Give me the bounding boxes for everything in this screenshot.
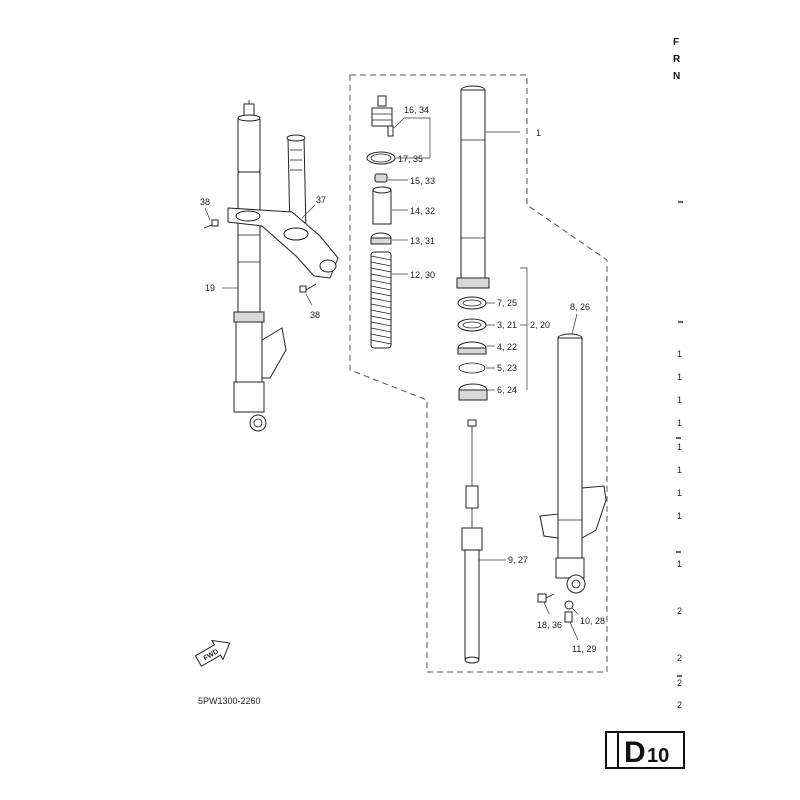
- edge-number: 1: [677, 442, 682, 452]
- edge-number: 1: [677, 511, 682, 521]
- callout-3-21: 3, 21: [497, 320, 517, 330]
- edge-number: 2: [677, 653, 682, 663]
- callout-37: 37: [316, 195, 326, 205]
- edge-number: 1: [677, 559, 682, 569]
- diagram-code: 5PW1300-2260: [198, 696, 261, 706]
- callout-17-35: 17, 35: [398, 154, 423, 164]
- edge-number: 1: [677, 372, 682, 382]
- right-edge-numbers: 1 1 1 1 1 1 1 1 1 2 2 2 2: [677, 349, 682, 710]
- callout-38-bottom: 38: [310, 310, 320, 320]
- fwd-arrow-icon: [194, 639, 231, 667]
- triple-clamp: [203, 134, 339, 293]
- callout-14-32: 14, 32: [410, 206, 435, 216]
- edge-number: 2: [677, 678, 682, 688]
- edge-letter: R: [673, 54, 681, 65]
- callout-6-24: 6, 24: [497, 385, 517, 395]
- callout-12-30: 12, 30: [410, 270, 435, 280]
- callout-10-28: 10, 28: [580, 616, 605, 626]
- edge-number: 1: [677, 488, 682, 498]
- callout-11-29: 11, 29: [572, 644, 596, 654]
- callout-16-34: 16, 34: [404, 105, 429, 115]
- callout-1: 1: [536, 128, 541, 138]
- callout-labels: 1 16, 34 17, 35 15, 33 14, 32 13, 31 12,…: [200, 105, 605, 654]
- callout-18-36: 18, 36: [537, 620, 562, 630]
- edge-letter: F: [673, 37, 679, 48]
- edge-number: 2: [677, 606, 682, 616]
- edge-number: 1: [677, 465, 682, 475]
- callout-5-23: 5, 23: [497, 363, 517, 373]
- callout-8-26: 8, 26: [570, 302, 590, 312]
- callout-15-33: 15, 33: [410, 176, 435, 186]
- edge-number: 1: [677, 395, 682, 405]
- edge-letter: N: [673, 71, 680, 82]
- callout-2-20: 2, 20: [530, 320, 550, 330]
- callout-7-25: 7, 25: [497, 298, 517, 308]
- outer-tube: [456, 85, 490, 289]
- callout-19: 19: [205, 283, 215, 293]
- right-edge-dashes: [676, 201, 683, 677]
- seal-stack: [457, 296, 488, 401]
- right-edge-header: F R N: [673, 37, 681, 82]
- exploded-view-frame: [349, 74, 608, 673]
- inner-tube: [539, 333, 607, 594]
- page-badge-letter: D: [624, 736, 646, 769]
- assembled-fork: [233, 100, 287, 432]
- page-badge-number: 10: [647, 745, 669, 767]
- page-badge: D 10: [605, 731, 685, 769]
- internal-parts: [366, 95, 396, 349]
- fasteners: [537, 593, 574, 623]
- edge-number: 2: [677, 700, 682, 710]
- callout-9-27: 9, 27: [508, 555, 528, 565]
- edge-number: 1: [677, 349, 682, 359]
- damper-rod: [461, 419, 483, 664]
- edge-number: 1: [677, 418, 682, 428]
- callout-4-22: 4, 22: [497, 342, 517, 352]
- leader-lines: [204, 117, 579, 641]
- callout-13-31: 13, 31: [410, 236, 435, 246]
- fwd-arrow: FWD: [194, 639, 231, 667]
- callout-38-top: 38: [200, 197, 210, 207]
